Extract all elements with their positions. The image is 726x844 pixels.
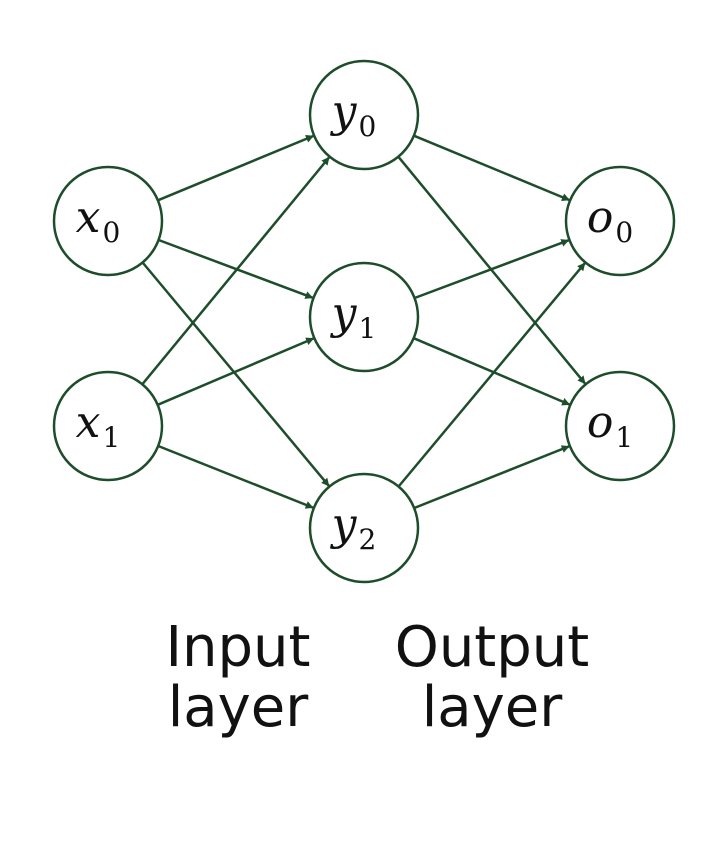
node-o1: o1 <box>564 370 676 482</box>
node-o1-base: o <box>587 397 614 448</box>
edge-y1-to-o0 <box>414 239 570 300</box>
svg-text:o1: o1 <box>587 397 633 454</box>
output-layer-label: Output layer <box>395 615 590 740</box>
edge-y0-to-o0 <box>413 134 570 202</box>
node-y1-circle <box>308 261 420 373</box>
nodes-group: x0 x1 y0 y1 <box>52 59 676 584</box>
svg-text:o0: o0 <box>587 192 633 249</box>
node-x0: x0 <box>52 165 164 277</box>
node-y0: y0 <box>308 59 420 171</box>
node-y2-circle <box>308 472 420 584</box>
edge-x1-to-y0 <box>141 156 330 386</box>
node-x1-circle <box>52 370 164 482</box>
input-layer-label-line2: layer <box>168 675 309 740</box>
node-o0-circle <box>564 165 676 277</box>
node-y2-sub: 2 <box>359 523 377 556</box>
svg-text:y0: y0 <box>330 86 377 143</box>
edge-x0-to-y1 <box>158 238 314 299</box>
svg-text:x1: x1 <box>76 397 121 454</box>
edge-x1-to-y1 <box>157 337 315 406</box>
node-x1-sub: 1 <box>103 421 121 454</box>
node-y1: y1 <box>308 261 420 373</box>
node-y0-circle <box>308 59 420 171</box>
node-x0-sub: 0 <box>103 216 121 249</box>
node-y0-base: y <box>330 86 358 137</box>
node-y1-base: y <box>330 288 358 339</box>
node-o1-sub: 1 <box>615 421 633 454</box>
output-layer-label-line1: Output <box>395 615 590 680</box>
node-x1: x1 <box>52 370 164 482</box>
edge-x1-to-y2 <box>157 444 314 509</box>
node-o1-circle <box>564 370 676 482</box>
node-y2: y2 <box>308 472 420 584</box>
node-y2-base: y <box>330 499 358 550</box>
edge-y2-to-o1 <box>413 445 570 510</box>
node-y1-sub: 1 <box>359 312 377 345</box>
node-x1-base: x <box>76 397 101 448</box>
edge-y2-to-o0 <box>397 262 586 488</box>
node-o0-sub: 0 <box>615 216 633 249</box>
node-x0-circle <box>52 165 164 277</box>
edge-x0-to-y0 <box>157 134 314 202</box>
svg-text:x0: x0 <box>76 192 121 249</box>
node-o0: o0 <box>564 165 676 277</box>
node-y0-sub: 0 <box>359 110 377 143</box>
svg-text:y1: y1 <box>330 288 377 345</box>
input-layer-label-line1: Input <box>165 615 310 680</box>
node-x0-base: x <box>76 192 101 243</box>
svg-text:y2: y2 <box>330 499 377 556</box>
input-layer-label: Input layer <box>165 615 310 740</box>
edge-x0-to-y2 <box>141 261 330 487</box>
edges-group <box>141 134 586 510</box>
node-o0-base: o <box>587 192 614 243</box>
output-layer-label-line2: layer <box>422 675 563 740</box>
edge-y1-to-o1 <box>413 337 571 406</box>
